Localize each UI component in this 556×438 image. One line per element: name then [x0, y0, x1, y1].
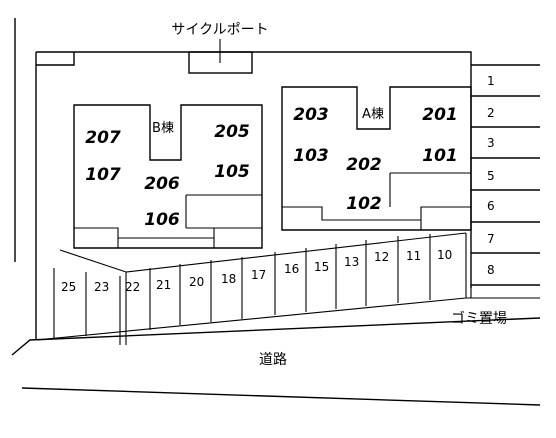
building-b: B棟: [73, 104, 263, 249]
parking-space-number: 15: [314, 260, 329, 274]
parking-space-number: 21: [156, 278, 171, 292]
site-outline: [35, 51, 472, 340]
parking-space-number: 3: [487, 136, 495, 150]
unit-label: 203: [293, 105, 329, 125]
unit-label: 206: [144, 174, 180, 194]
parking-space-number: 22: [125, 280, 140, 294]
road: 道路: [11, 317, 541, 406]
parking-space-number: 1: [487, 74, 495, 88]
unit-label: 103: [293, 146, 329, 166]
unit-label: 207: [85, 128, 121, 148]
parking-space-number: 25: [61, 280, 76, 294]
parking-space-number: 20: [189, 275, 204, 289]
unit-label: 107: [85, 165, 121, 185]
cycle-port: サイクルポート: [171, 22, 269, 74]
parking-space-number: 18: [221, 272, 236, 286]
parking-space-number: 23: [94, 280, 109, 294]
parking-space-number: 8: [487, 263, 495, 277]
parking-space-number: 7: [487, 232, 495, 246]
unit-label: 102: [346, 194, 382, 214]
unit-label: 106: [144, 210, 180, 230]
road-label: 道路: [259, 352, 287, 368]
parking-right: 1 2 3 5 6 7 8: [466, 64, 540, 299]
parking-space-number: 11: [406, 249, 421, 263]
parking-bottom: 25 23 22 21 20 18 17 16 15 13 12 11 10: [35, 232, 467, 345]
garbage-area-label: ゴミ置場: [451, 310, 507, 327]
parking-space-number: 2: [487, 106, 495, 120]
unit-label: 105: [214, 162, 250, 182]
parking-space-number: 16: [284, 262, 299, 276]
unit-label: 205: [214, 122, 250, 142]
parking-space-number: 12: [374, 250, 389, 264]
unit-label: 201: [422, 105, 458, 125]
cycle-port-label: サイクルポート: [171, 22, 268, 38]
parking-space-number: 17: [251, 268, 266, 282]
parking-space-number: 10: [437, 248, 452, 262]
parking-space-number: 13: [344, 255, 359, 269]
building-b-label: B棟: [152, 121, 174, 136]
parking-space-number: 5: [487, 169, 495, 183]
unit-label: 202: [346, 155, 382, 175]
building-a: A棟: [281, 86, 472, 231]
building-a-label: A棟: [362, 107, 384, 122]
parking-space-number: 6: [487, 199, 495, 213]
unit-label: 101: [422, 146, 458, 166]
